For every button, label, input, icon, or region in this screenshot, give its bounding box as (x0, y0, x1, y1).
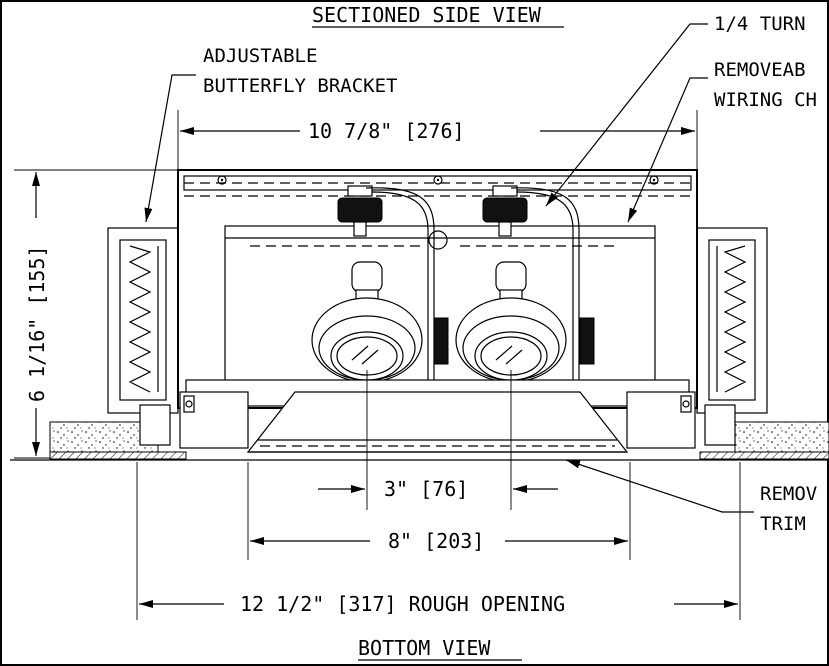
quarter-turn-fastener-left (337, 185, 435, 380)
butterfly-bracket-right (696, 227, 768, 446)
terminal-block-right (579, 317, 595, 365)
callout-wiring-line2: WIRING CH (714, 89, 817, 111)
callout-bracket-line1: ADJUSTABLE (203, 45, 317, 67)
leader-bracket (144, 74, 196, 223)
callout-trim-line2: TRIM (760, 513, 806, 535)
dim-trim-width: 8" [203] (388, 529, 484, 553)
quarter-turn-fastener-right (482, 185, 580, 380)
ceiling-right-hatch (699, 451, 829, 460)
lamp-left (311, 261, 423, 383)
dim-height-side: 6 1/16" [155] (25, 245, 49, 402)
dim-width-top: 10 7/8" [276] (308, 119, 465, 143)
callout-quarter-turn: 1/4 TURN (714, 13, 806, 35)
ceiling-left-hatch (49, 451, 187, 460)
leader-trim (565, 459, 754, 513)
removeable-trim (179, 379, 696, 453)
bottom-view-title: BOTTOM VIEW (358, 636, 491, 660)
leader-wiring (627, 77, 708, 223)
housing (177, 169, 698, 409)
callout-wiring-line1: REMOVEAB (714, 59, 806, 81)
callout-bracket-line2: BUTTERFLY BRACKET (203, 75, 397, 97)
dim-lamp-spacing: 3" [76] (384, 477, 468, 501)
dim-rough-opening: 12 1/2" [317] ROUGH OPENING (240, 592, 565, 616)
leader-quarter-turn (545, 23, 708, 207)
terminal-block-left (433, 317, 449, 365)
ceiling-right (734, 421, 829, 453)
callout-trim-line1: REMOV (760, 483, 817, 505)
butterfly-bracket-left (107, 227, 179, 446)
lamp-right (455, 261, 567, 383)
sectioned-side-view-title: SECTIONED SIDE VIEW (312, 3, 542, 27)
